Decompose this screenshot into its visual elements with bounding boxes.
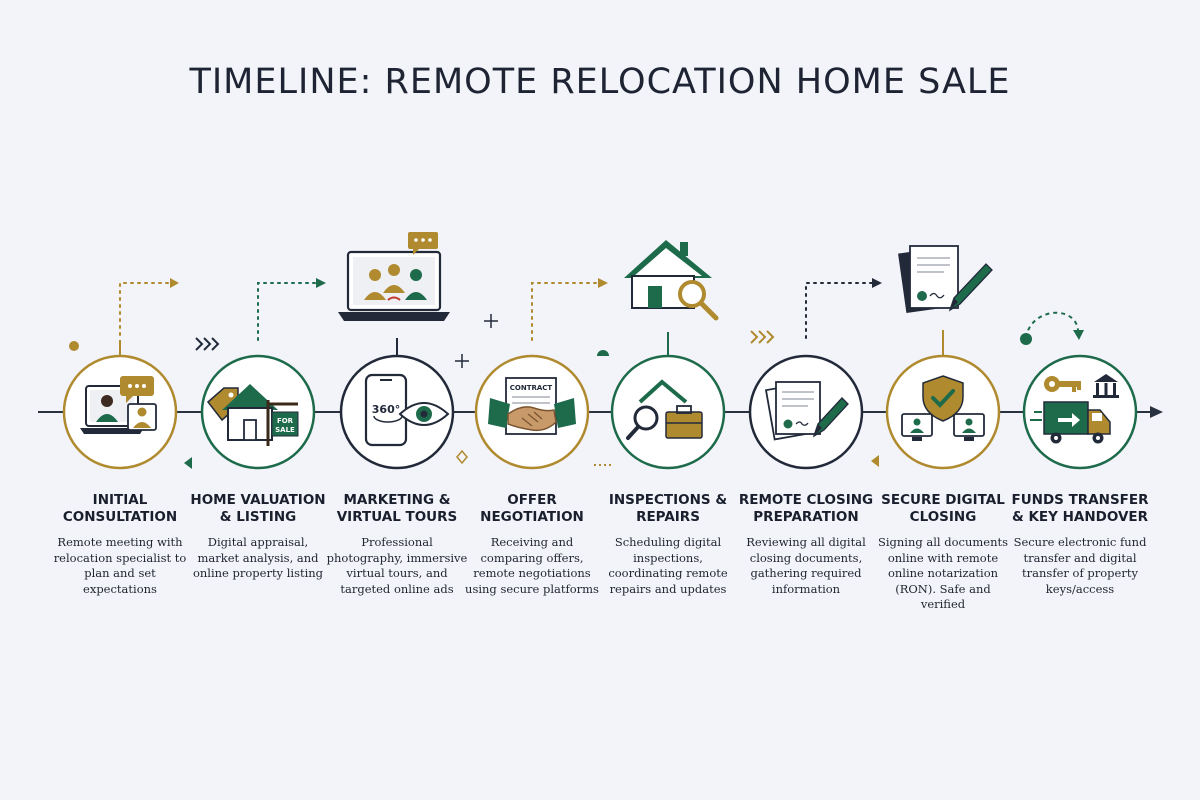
contract-text: CONTRACT [510, 384, 553, 392]
step-description-7: Signing all documents online with remote… [877, 535, 1009, 611]
handshake-icon [488, 398, 576, 432]
video-conference-laptop-icon [338, 232, 450, 321]
dotted-arrow-4 [805, 282, 873, 339]
back-arrow-green [184, 457, 192, 469]
monitors-icon [901, 413, 985, 441]
dotted-arrow-2-head [316, 278, 326, 288]
bank-icon [1093, 374, 1119, 398]
house-search-icon [624, 240, 719, 321]
key-icon [1044, 376, 1081, 392]
step-title-6: REMOTE CLOSING PREPARATION [738, 492, 874, 525]
eye-icon [398, 402, 450, 426]
smartphone-icon: 360° [364, 373, 408, 447]
step-description-3: Professional photography, immersive virt… [326, 535, 468, 596]
step-description-8: Secure electronic fund transfer and digi… [1013, 535, 1147, 596]
dotted-arrow-4-head [872, 278, 882, 288]
step-title-4: OFFER NEGOTIATION [480, 492, 584, 525]
moving-truck-icon [1030, 401, 1111, 444]
pen-icon [812, 397, 849, 438]
for-sale-sign-text-2: SALE [275, 426, 295, 434]
step-ring-5 [610, 332, 726, 470]
timeline-arrowhead [1150, 406, 1163, 418]
curved-dashed-arrow [1025, 311, 1079, 339]
page-title: TIMELINE: REMOTE RELOCATION HOME SALE [189, 62, 1011, 102]
badge-360-text: 360° [372, 403, 400, 416]
dotted-arrow-3 [531, 282, 599, 341]
step-description-4: Receiving and comparing offers, remote n… [465, 535, 599, 596]
signed-document-icon [898, 245, 993, 314]
step-title-5: INSPECTIONS & REPAIRS [608, 492, 728, 525]
green-dot-marker [1020, 333, 1032, 345]
toolbox-icon [665, 405, 703, 439]
dotted-arrow-3-head [598, 278, 608, 288]
shield-check-icon [922, 375, 964, 422]
step-description-6: Reviewing all digital closing documents,… [746, 535, 866, 596]
step-description-1: Remote meeting with relocation specialis… [53, 535, 187, 596]
chevrons-decoration-gold [750, 330, 775, 344]
magnifier-icon [626, 405, 659, 440]
step-title-7: SECURE DIGITAL CLOSING [881, 492, 1005, 525]
curved-dashed-arrow-head [1073, 330, 1084, 340]
dotted-arrow-2 [257, 282, 317, 341]
chat-bubble-icon [120, 376, 157, 431]
crosshair-decoration-1 [484, 314, 498, 328]
step-description-2: Digital appraisal, market analysis, and … [192, 535, 324, 580]
step-title-8: FUNDS TRANSFER & KEY HANDOVER [1011, 492, 1149, 525]
dotted-arrow-1 [119, 282, 171, 336]
crosshair-decoration-2 [455, 354, 469, 368]
gold-dot-marker [69, 341, 79, 351]
dotted-arrow-1-head [170, 278, 179, 288]
half-dot-decoration [597, 350, 609, 356]
chevrons-decoration [195, 337, 220, 351]
back-arrow-gold [871, 455, 879, 467]
step-title-3: MARKETING & VIRTUAL TOURS [336, 492, 458, 525]
for-sale-sign-icon: FOR SALE [266, 400, 299, 446]
step-title-1: INITIAL CONSULTATION [62, 492, 178, 525]
documents-icon [764, 381, 821, 441]
step-description-5: Scheduling digital inspections, coordina… [608, 535, 728, 596]
house-icon-step5 [638, 379, 688, 404]
step-title-2: HOME VALUATION & LISTING [190, 492, 326, 525]
for-sale-sign-text: FOR [277, 417, 294, 425]
diamond-decoration [456, 449, 468, 465]
